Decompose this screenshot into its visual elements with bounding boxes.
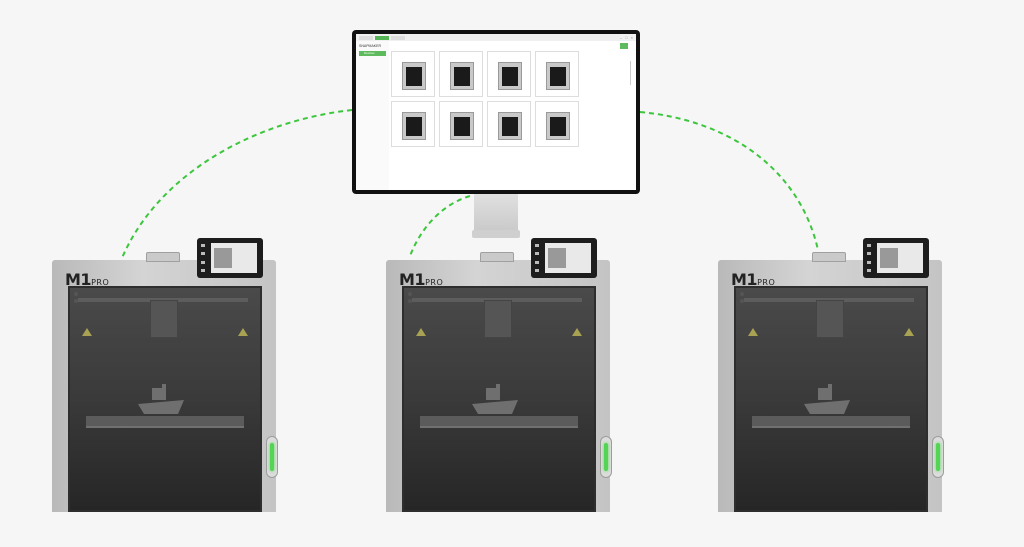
- printer-thumbnail: [498, 62, 522, 90]
- benchy-model: [804, 384, 850, 414]
- close-icon[interactable]: ×: [630, 35, 633, 40]
- print-bed: [86, 416, 244, 428]
- printer-thumbnail: [402, 112, 426, 140]
- link-left: [121, 109, 353, 259]
- window-tab-active[interactable]: [375, 35, 389, 40]
- device-card[interactable]: [439, 51, 483, 97]
- warning-icon: [82, 328, 92, 336]
- printer-thumbnail: [546, 112, 570, 140]
- door-handle[interactable]: [600, 436, 612, 478]
- window-titlebar: – □ ×: [356, 34, 636, 41]
- app-sidebar: SNAPMAKER Devices: [356, 41, 389, 190]
- device-card[interactable]: [487, 101, 531, 147]
- printer-model: M1PRO: [399, 270, 444, 289]
- touch-screen[interactable]: [545, 243, 591, 273]
- printer-window: [402, 286, 612, 512]
- sidebar-item[interactable]: [359, 79, 386, 84]
- monitor-screen: – □ × SNAPMAKER Devices: [356, 34, 636, 190]
- warning-icon: [904, 328, 914, 336]
- printer-thumbnail: [402, 62, 426, 90]
- warning-icon: [748, 328, 758, 336]
- warning-icon: [572, 328, 582, 336]
- sidebar-item[interactable]: [359, 58, 386, 63]
- toolhead: [484, 300, 512, 338]
- warning-icon: [416, 328, 426, 336]
- printer-window: [68, 286, 278, 512]
- sidebar-item[interactable]: [359, 65, 386, 70]
- sidebar-item-devices[interactable]: Devices: [359, 51, 386, 56]
- device-card[interactable]: [535, 51, 579, 97]
- device-card[interactable]: [535, 101, 579, 147]
- sidebar-item[interactable]: [359, 72, 386, 77]
- maximize-icon[interactable]: □: [625, 35, 628, 40]
- device-card[interactable]: [391, 51, 435, 97]
- printer-right: M1PRO: [718, 236, 944, 512]
- touch-screen[interactable]: [211, 243, 257, 273]
- print-bed: [420, 416, 578, 428]
- door-handle[interactable]: [266, 436, 278, 478]
- monitor-stand: [474, 194, 518, 234]
- touch-panel[interactable]: [863, 238, 929, 278]
- printer-left: M1PRO: [52, 236, 278, 512]
- printer-thumbnail: [450, 62, 474, 90]
- add-device-button[interactable]: [620, 43, 628, 49]
- printer-top-handle: [480, 252, 514, 262]
- window-tab[interactable]: [391, 35, 405, 40]
- link-right: [639, 111, 819, 251]
- warning-icon: [238, 328, 248, 336]
- app-brand: SNAPMAKER: [359, 44, 381, 48]
- printer-middle: M1PRO: [386, 236, 612, 512]
- scrollbar[interactable]: [629, 61, 631, 85]
- device-card[interactable]: [439, 101, 483, 147]
- benchy-model: [472, 384, 518, 414]
- printer-top-handle: [146, 252, 180, 262]
- touch-panel[interactable]: [197, 238, 263, 278]
- touch-screen[interactable]: [877, 243, 923, 273]
- link-middle: [409, 195, 471, 257]
- monitor: – □ × SNAPMAKER Devices: [352, 30, 640, 194]
- toolhead: [816, 300, 844, 338]
- door-handle[interactable]: [932, 436, 944, 478]
- monitor-foot: [472, 230, 520, 238]
- device-card[interactable]: [391, 101, 435, 147]
- print-bed: [752, 416, 910, 428]
- toolhead: [150, 300, 178, 338]
- printer-model: M1PRO: [731, 270, 776, 289]
- device-grid: [391, 51, 632, 147]
- printer-window: [734, 286, 944, 512]
- benchy-model: [138, 384, 184, 414]
- printer-thumbnail: [498, 112, 522, 140]
- device-card[interactable]: [487, 51, 531, 97]
- window-tab[interactable]: [359, 35, 373, 40]
- printer-model: M1PRO: [65, 270, 110, 289]
- minimize-icon[interactable]: –: [620, 35, 623, 40]
- app-main: [391, 41, 632, 190]
- printer-thumbnail: [546, 62, 570, 90]
- printer-top-handle: [812, 252, 846, 262]
- touch-panel[interactable]: [531, 238, 597, 278]
- printer-thumbnail: [450, 112, 474, 140]
